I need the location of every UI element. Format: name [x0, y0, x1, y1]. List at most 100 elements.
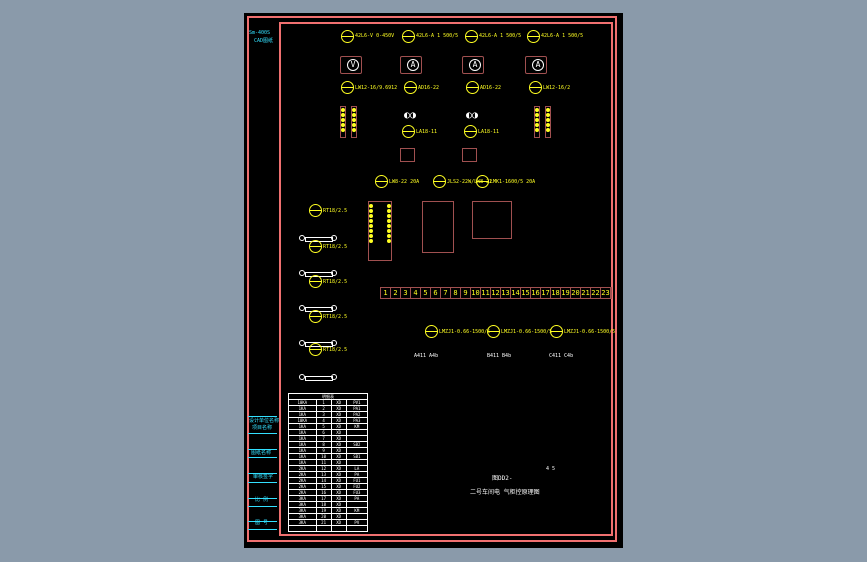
callout-label: LA18-11	[478, 129, 500, 135]
terminal-number: 18	[551, 288, 561, 298]
sidebar-box-3: 图纸名称	[251, 450, 272, 456]
sheet-number: 4 5	[546, 466, 556, 472]
terminal-number: 13	[501, 288, 511, 298]
callout-label: LW8-22 20A	[389, 179, 420, 185]
terminal-number: 8	[451, 288, 461, 298]
callout-bubble	[529, 81, 542, 94]
table-cell	[288, 525, 317, 532]
callout-label: LW12-16/2	[543, 85, 571, 91]
terminal-number: 1	[381, 288, 391, 298]
terminal-number: 3	[401, 288, 411, 298]
table-cell	[315, 525, 332, 532]
sidebar-box-5: 比 例	[255, 497, 269, 503]
callout-label: RT18/2.5	[323, 279, 348, 285]
callout-bubble	[464, 125, 477, 138]
contactor-block	[422, 201, 454, 253]
callout-bubble	[341, 30, 354, 43]
callout-bubble	[425, 325, 438, 338]
ct-symbol: A411 A4b	[414, 353, 439, 359]
terminal-number: 5	[421, 288, 431, 298]
callout-label: 42L6-A 1 500/5	[541, 33, 584, 39]
pushbutton-sb2	[462, 148, 477, 162]
terminal-number: 21	[581, 288, 591, 298]
callout-label: LMZJ1-0.66-1500/5	[501, 329, 553, 335]
callout-bubble	[402, 30, 415, 43]
terminal-number: 17	[541, 288, 551, 298]
ammeter: A	[462, 56, 484, 74]
callout-label: RT18/2.5	[323, 244, 348, 250]
callout-bubble	[341, 81, 354, 94]
terminal-number: 20	[571, 288, 581, 298]
callout-label: LA18-11	[416, 129, 438, 135]
sidebar-box-4: 审核签字	[253, 474, 274, 480]
callout-bubble	[309, 275, 322, 288]
callout-bubble	[309, 343, 322, 356]
callout-label: LMZJ1-0.66-1500/5	[439, 329, 491, 335]
callout-bubble	[527, 30, 540, 43]
sidebar-title-1: Sm-400S	[249, 30, 271, 36]
ct-symbol: B411 B4b	[487, 353, 512, 359]
indicator-lamp-icon: ◐◑	[404, 110, 417, 121]
terminal-number: 19	[561, 288, 571, 298]
callout-label: LW12-16/9.6912	[355, 85, 398, 91]
callout-bubble	[309, 310, 322, 323]
callout-bubble	[487, 325, 500, 338]
callout-bubble	[309, 240, 322, 253]
sidebar-title-2: CAD图纸	[254, 38, 274, 44]
table-cell	[330, 525, 347, 532]
callout-label: JLS2-22W/LW8-22	[447, 179, 493, 185]
callout-bubble	[466, 81, 479, 94]
relay-block	[368, 201, 392, 261]
terminal-number: 14	[511, 288, 521, 298]
drawing-sheet[interactable]: Sm-400S CAD图纸 设计单位名称 项目名称 图纸名称 审核签字 比 例 …	[244, 13, 623, 548]
callout-label: RT18/2.5	[323, 347, 348, 353]
callout-bubble	[404, 81, 417, 94]
ct-symbol: C411 C4b	[549, 353, 574, 359]
drawing-title: 二号车间电 气柜控原理图	[470, 489, 540, 496]
terminal-number: 9	[461, 288, 471, 298]
pushbutton-sb1	[400, 148, 415, 162]
table-row	[288, 525, 369, 532]
terminal-number: 12	[491, 288, 501, 298]
callout-label: RT18/2.5	[323, 314, 348, 320]
callout-bubble	[465, 30, 478, 43]
ammeter: A	[525, 56, 547, 74]
terminal-number: 7	[441, 288, 451, 298]
table-cell	[345, 525, 369, 532]
terminal-number: 2	[391, 288, 401, 298]
callout-label: AD16-22	[418, 85, 440, 91]
callout-label: LMZJ1-0.66-1500/5	[564, 329, 616, 335]
voltmeter: V	[340, 56, 362, 74]
sidebar-box-1: 设计单位名称	[249, 418, 280, 424]
callout-label: 42L6-A 1 500/5	[416, 33, 459, 39]
terminal-number: 16	[531, 288, 541, 298]
callout-bubble	[433, 175, 446, 188]
callout-label: 42L6-V 0-450V	[355, 33, 395, 39]
callout-bubble	[476, 175, 489, 188]
callout-label: RT18/2.5	[323, 208, 348, 214]
callout-label: LMK1-1600/5 20A	[490, 179, 536, 185]
fuse	[299, 368, 344, 386]
terminal-number: 22	[591, 288, 601, 298]
inner-frame	[279, 22, 613, 536]
callout-label: AD16-22	[480, 85, 502, 91]
sheet-code: 图DD2-	[492, 475, 513, 482]
breaker-block	[472, 201, 512, 239]
callout-bubble	[309, 204, 322, 217]
indicator-lamp-icon: ◐◑	[466, 110, 479, 121]
callout-bubble	[402, 125, 415, 138]
ammeter: A	[400, 56, 422, 74]
sidebar-box-6: 图 号	[255, 520, 269, 526]
terminal-number: 11	[481, 288, 491, 298]
callout-label: 42L6-A 1 500/5	[479, 33, 522, 39]
outer-frame	[247, 16, 617, 542]
callout-bubble	[550, 325, 563, 338]
terminal-number: 10	[471, 288, 481, 298]
